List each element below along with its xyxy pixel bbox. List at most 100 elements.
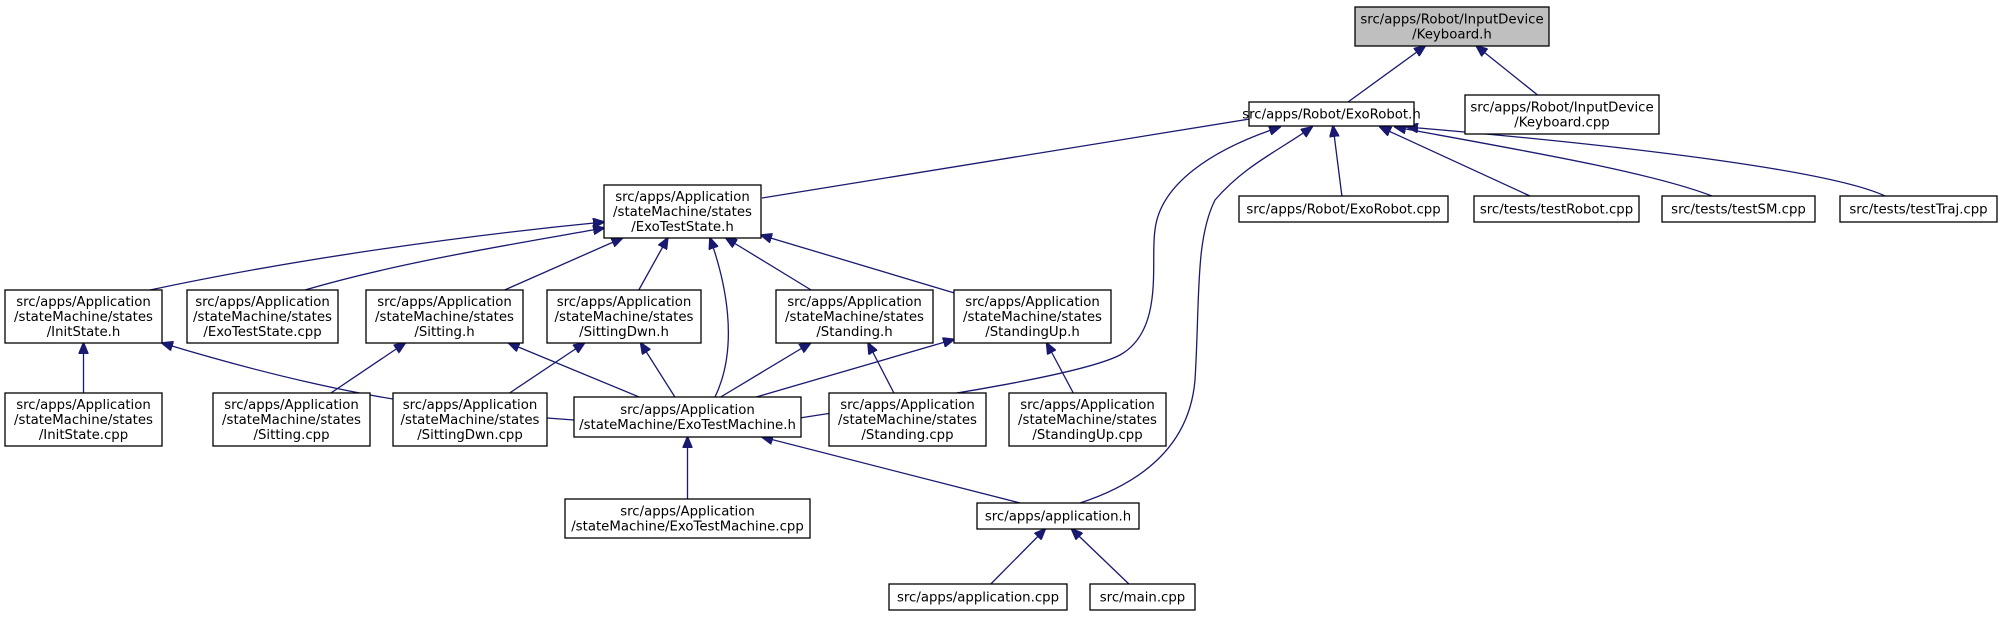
node-sittingdwn-h[interactable]: src/apps/Application/stateMachine/states… (546, 289, 702, 344)
node-testrobot[interactable]: src/tests/testRobot.cpp (1473, 195, 1640, 223)
node-label-line: /Keyboard.cpp (1514, 116, 1609, 131)
node-label-line: src/apps/Application (620, 505, 755, 520)
node-standingup-h[interactable]: src/apps/Application/stateMachine/states… (953, 289, 1112, 344)
node-kb-h: src/apps/Robot/InputDevice/Keyboard.h (1354, 6, 1550, 47)
node-main-cpp[interactable]: src/main.cpp (1089, 583, 1196, 611)
node-label-line: /InitState.h (47, 325, 121, 340)
edge-standing_h-to-exoteststate_h (726, 238, 812, 291)
node-box (4, 289, 163, 344)
edge-arrow (1380, 127, 1531, 197)
edge-exoteststate_cpp-to-exoteststate_h (304, 228, 604, 291)
node-box (1248, 101, 1415, 127)
edge-arrow (720, 343, 811, 398)
edge-arrow (1347, 46, 1425, 103)
node-kb-cpp[interactable]: src/apps/Robot/InputDevice/Keyboard.cpp (1464, 94, 1660, 135)
node-label-line: /stateMachine/states (222, 413, 361, 428)
edge-exotestmachine_h-to-sitting_h (509, 343, 640, 398)
node-label-line: /stateMachine/states (613, 205, 752, 220)
edge-exotestmachine_h-to-sittingdwn_h (641, 343, 676, 398)
node-label-line: src/apps/Robot/InputDevice (1470, 101, 1653, 116)
node-label-line: src/apps/Application (377, 295, 512, 310)
edge-exotestmachine_h-to-standing_h (720, 343, 811, 398)
node-testsm[interactable]: src/tests/testSM.cpp (1661, 195, 1816, 223)
edge-exoteststate_h-to-exorobot_h (761, 117, 1262, 199)
node-exoteststate-h[interactable]: src/apps/Application/stateMachine/states… (603, 184, 762, 239)
node-label-line: /stateMachine/states (838, 413, 977, 428)
node-sitting-h[interactable]: src/apps/Application/stateMachine/states… (365, 289, 524, 344)
node-label-line: /SittingDwn.cpp (417, 428, 523, 443)
node-label-line: /stateMachine/ExoTestMachine.cpp (571, 520, 804, 535)
edge-initstate_h-to-exoteststate_h (149, 222, 604, 291)
node-standing-cpp[interactable]: src/apps/Application/stateMachine/states… (828, 392, 987, 447)
node-box (1089, 583, 1196, 611)
node-box (212, 392, 371, 447)
edge-arrow (756, 339, 954, 398)
edge-testsm-to-exorobot_h (1395, 127, 1713, 197)
node-box (603, 184, 762, 239)
node-box (564, 498, 811, 539)
node-label-line: src/tests/testSM.cpp (1671, 203, 1806, 218)
edge-standingup_h-to-exoteststate_h (761, 235, 955, 294)
node-application-h[interactable]: src/apps/application.h (976, 502, 1140, 530)
node-initstate-h[interactable]: src/apps/Application/stateMachine/states… (4, 289, 163, 344)
node-application-cpp[interactable]: src/apps/application.cpp (888, 583, 1068, 611)
node-label-line: src/apps/Robot/InputDevice (1360, 13, 1543, 28)
edge-arrow (509, 343, 585, 394)
node-label-line: /stateMachine/states (785, 310, 924, 325)
node-label-line: /ExoTestState.h (631, 220, 734, 235)
node-standingup-cpp[interactable]: src/apps/Application/stateMachine/states… (1008, 392, 1167, 447)
node-label-line: src/apps/Application (403, 398, 538, 413)
node-label-line: /Standing.cpp (861, 428, 953, 443)
node-box (775, 289, 934, 344)
node-box (1473, 195, 1640, 223)
edge-application_h-to-exotestmachine_h (762, 437, 1021, 504)
node-box (888, 583, 1068, 611)
edge-kb_cpp-to-kb_h (1476, 46, 1539, 96)
edge-arrow (868, 343, 895, 394)
node-box (573, 396, 802, 438)
node-box (546, 289, 702, 344)
node-standing-h[interactable]: src/apps/Application/stateMachine/states… (775, 289, 934, 344)
node-exotestmachine-cpp[interactable]: src/apps/Application/stateMachine/ExoTes… (564, 498, 811, 539)
node-label-line: src/apps/Application (615, 190, 750, 205)
node-exotestmachine-h[interactable]: src/apps/Application/stateMachine/ExoTes… (573, 396, 802, 438)
edge-testtraj-to-exorobot_h (1407, 127, 1886, 197)
node-testtraj[interactable]: src/tests/testTraj.cpp (1839, 195, 1998, 223)
edge-arrow (1333, 126, 1343, 197)
node-label-line: src/apps/application.cpp (897, 591, 1059, 606)
edge-standingup_cpp-to-standingup_h (1047, 343, 1074, 394)
edge-arrow (726, 238, 812, 291)
edge-arrow (761, 235, 955, 294)
node-sittingdwn-cpp[interactable]: src/apps/Application/stateMachine/states… (392, 392, 548, 447)
node-label-line: src/apps/Application (224, 398, 359, 413)
edge-arrow (1079, 127, 1312, 504)
node-box (186, 289, 339, 344)
node-label-line: src/tests/testRobot.cpp (1480, 203, 1633, 218)
edge-exotestmachine_h-to-standingup_h (756, 339, 954, 398)
edge-sitting_cpp-to-sitting_h (330, 343, 405, 394)
node-label-line: src/apps/Application (195, 295, 330, 310)
edge-arrow (641, 343, 676, 398)
node-label-line: src/apps/application.h (985, 510, 1131, 525)
node-exoteststate-cpp[interactable]: src/apps/Application/stateMachine/states… (186, 289, 339, 344)
node-box (828, 392, 987, 447)
node-initstate-cpp[interactable]: src/apps/Application/stateMachine/states… (4, 392, 163, 447)
node-sitting-cpp[interactable]: src/apps/Application/stateMachine/states… (212, 392, 371, 447)
node-box (365, 289, 524, 344)
node-box (4, 392, 163, 447)
edge-testrobot-to-exorobot_h (1380, 127, 1531, 197)
edge-application_cpp-to-application_h (990, 529, 1045, 585)
edge-sitting_h-to-exoteststate_h (504, 238, 623, 291)
node-label-line: /Standing.h (816, 325, 892, 340)
edge-exorobot_h-to-kb_h (1347, 46, 1425, 103)
edge-arrow (1476, 46, 1539, 96)
node-label-line: /Keyboard.h (1412, 28, 1492, 43)
node-label-line: src/apps/Robot/ExoRobot.h (1242, 108, 1421, 123)
node-label-line: /Sitting.h (414, 325, 474, 340)
edge-arrow (304, 228, 604, 291)
node-exorobot-h[interactable]: src/apps/Robot/ExoRobot.h (1242, 101, 1421, 127)
edge-arrow (1047, 343, 1074, 394)
node-exorobot-cpp[interactable]: src/apps/Robot/ExoRobot.cpp (1238, 195, 1449, 223)
node-label-line: src/main.cpp (1100, 591, 1186, 606)
